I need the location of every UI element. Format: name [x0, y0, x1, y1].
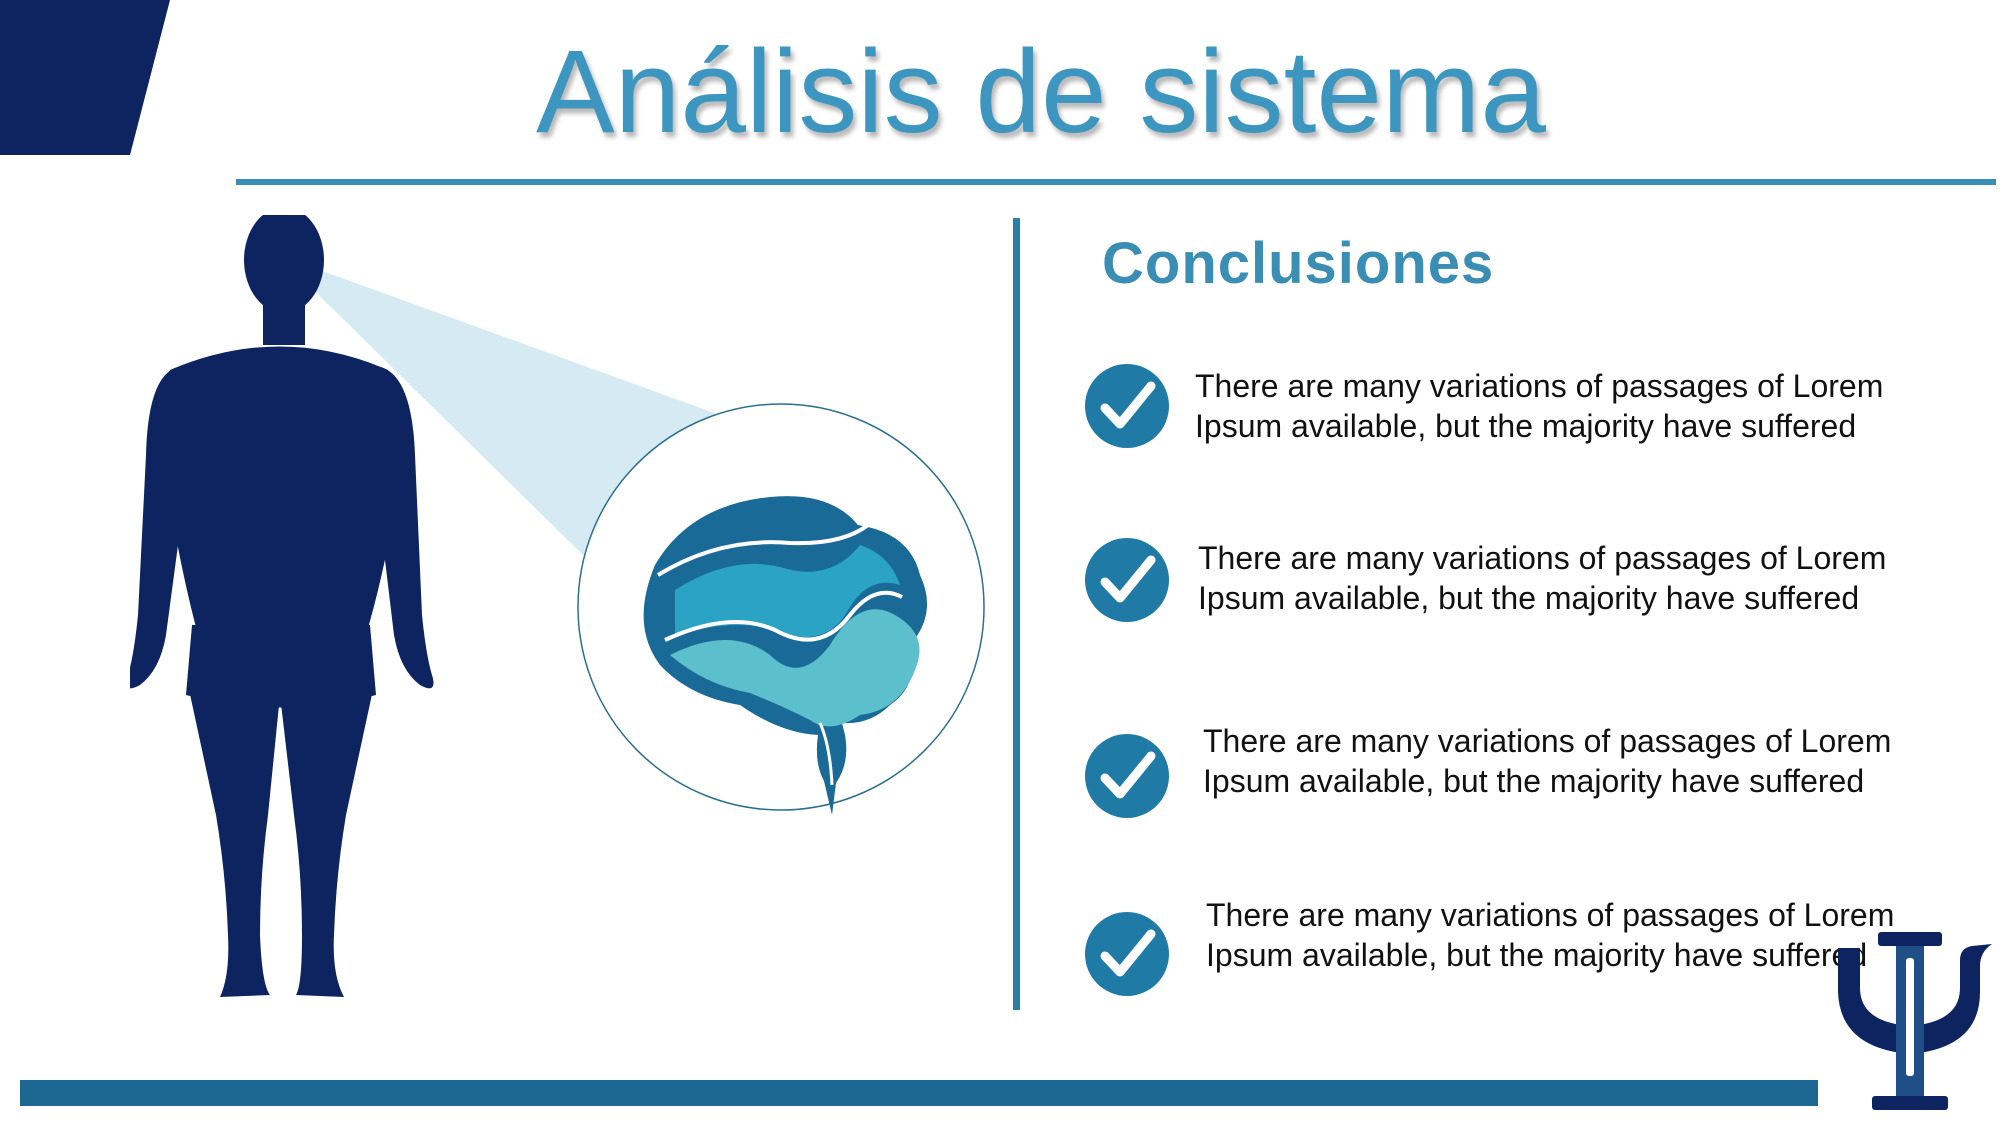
title-underline	[236, 179, 1996, 185]
bottom-bar	[20, 1080, 1818, 1106]
conclusion-text: There are many variations of passages of…	[1203, 723, 1892, 799]
conclusion-text: There are many variations of passages of…	[1198, 540, 1887, 616]
section-title: Conclusiones	[1102, 231, 1495, 296]
human-silhouette-icon	[130, 215, 434, 997]
brain-icon	[643, 496, 928, 815]
vision-beam	[278, 255, 720, 560]
human-brain-illustration	[130, 215, 985, 997]
check-circle-icon	[1085, 364, 1169, 448]
corner-parallelogram	[0, 0, 170, 155]
check-circle-icon	[1085, 734, 1169, 818]
conclusion-text: There are many variations of passages of…	[1195, 368, 1884, 444]
vertical-divider	[1013, 218, 1020, 1010]
conclusion-text: There are many variations of passages of…	[1206, 897, 1895, 973]
check-circle-icon	[1085, 912, 1169, 996]
slide-title: Análisis de sistema	[536, 26, 1546, 158]
check-circle-icon	[1085, 538, 1169, 622]
corner-decoration	[0, 0, 170, 155]
psi-logo-icon	[1838, 932, 1992, 1110]
